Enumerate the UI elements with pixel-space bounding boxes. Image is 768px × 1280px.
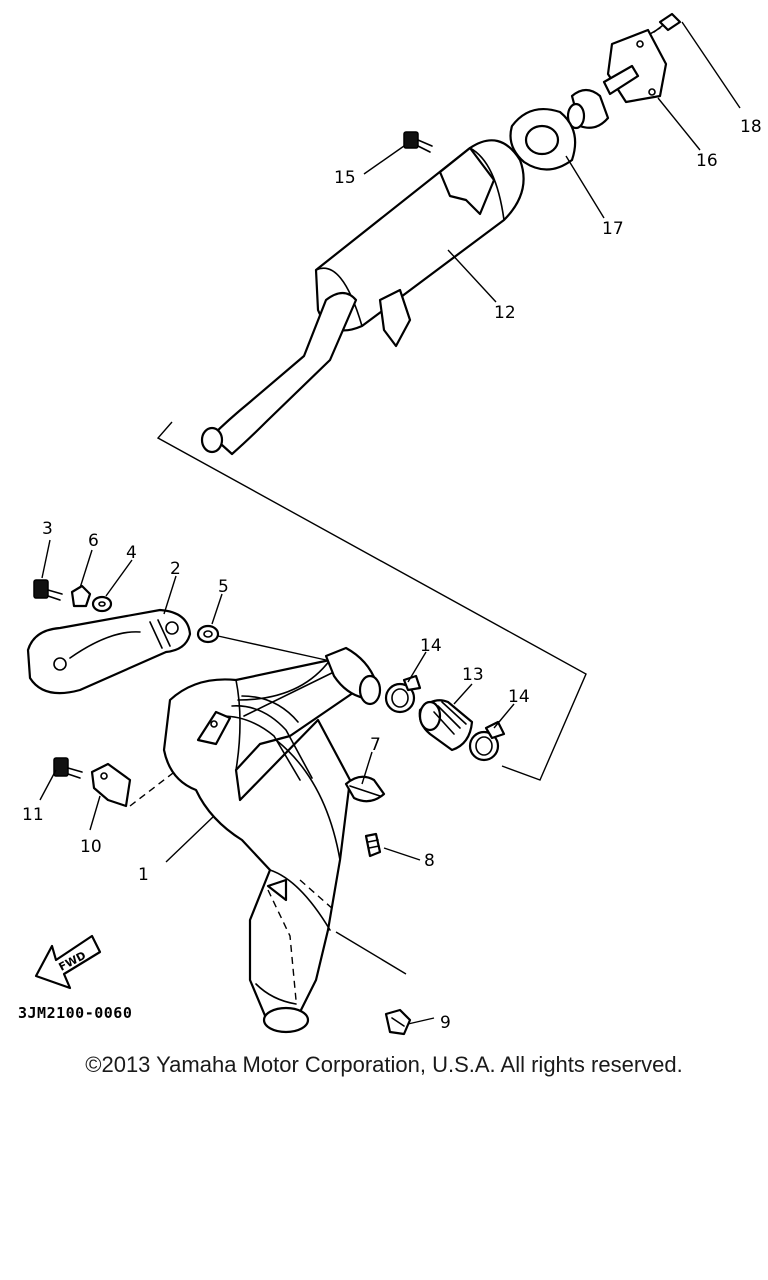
- callout-17: 17: [602, 219, 624, 239]
- callout-18: 18: [740, 117, 762, 137]
- part-17-gasket[interactable]: [509, 108, 577, 171]
- part-13-joint-sleeve[interactable]: [418, 699, 474, 752]
- callout-16: 16: [696, 151, 718, 171]
- part-10-bracket[interactable]: [90, 762, 132, 808]
- callout-1: 1: [138, 865, 149, 885]
- part-2-bracket[interactable]: [26, 608, 192, 695]
- leader-nut-9: [335, 931, 407, 975]
- callout-4: 4: [126, 543, 137, 563]
- callout-14-upper: 14: [420, 636, 442, 656]
- callout-9: 9: [440, 1013, 451, 1033]
- fwd-arrow-icon: FWD: [34, 934, 102, 990]
- part-7-damper[interactable]: [344, 775, 386, 803]
- part-14-clamp-upper[interactable]: [384, 674, 422, 714]
- diagram-code: 3JM2100-0060: [18, 1004, 132, 1022]
- leader-bracket-to-pipe: [217, 635, 327, 661]
- callout-leaders: [39, 21, 741, 1025]
- callout-numbers: 18 16 17 15 12 3 6 4 2 5 14 13 14 7 8 9 …: [22, 117, 762, 1033]
- copyright-notice: ©2013 Yamaha Motor Corporation, U.S.A. A…: [85, 1052, 683, 1077]
- callout-12: 12: [494, 303, 516, 323]
- part-5-grommet[interactable]: [196, 624, 220, 644]
- callout-10: 10: [80, 837, 102, 857]
- part-4-washer[interactable]: [91, 595, 113, 613]
- callout-3: 3: [42, 519, 53, 539]
- callout-13: 13: [462, 665, 484, 685]
- callout-8: 8: [424, 851, 435, 871]
- callout-15: 15: [334, 168, 356, 188]
- part-1-exhaust-pipe[interactable]: [162, 646, 382, 1034]
- part-12-muffler[interactable]: [200, 139, 525, 456]
- part-11-bolt[interactable]: [53, 757, 83, 779]
- callout-11: 11: [22, 805, 44, 825]
- part-14-clamp-lower[interactable]: [468, 720, 506, 762]
- part-3-bolt[interactable]: [33, 579, 63, 601]
- connector-muffler-to-pipe: [156, 421, 587, 781]
- callout-7: 7: [370, 735, 381, 755]
- part-16-tail-pipe[interactable]: [566, 28, 668, 130]
- part-8-stud[interactable]: [364, 832, 382, 858]
- callout-14-lower: 14: [508, 687, 530, 707]
- callout-6: 6: [88, 531, 99, 551]
- part-6-nut[interactable]: [70, 584, 92, 608]
- part-15-bolt[interactable]: [403, 131, 433, 153]
- callout-2: 2: [170, 559, 181, 579]
- callout-5: 5: [218, 577, 229, 597]
- part-18-bolt[interactable]: [649, 12, 682, 35]
- part-9-nut[interactable]: [384, 1008, 412, 1036]
